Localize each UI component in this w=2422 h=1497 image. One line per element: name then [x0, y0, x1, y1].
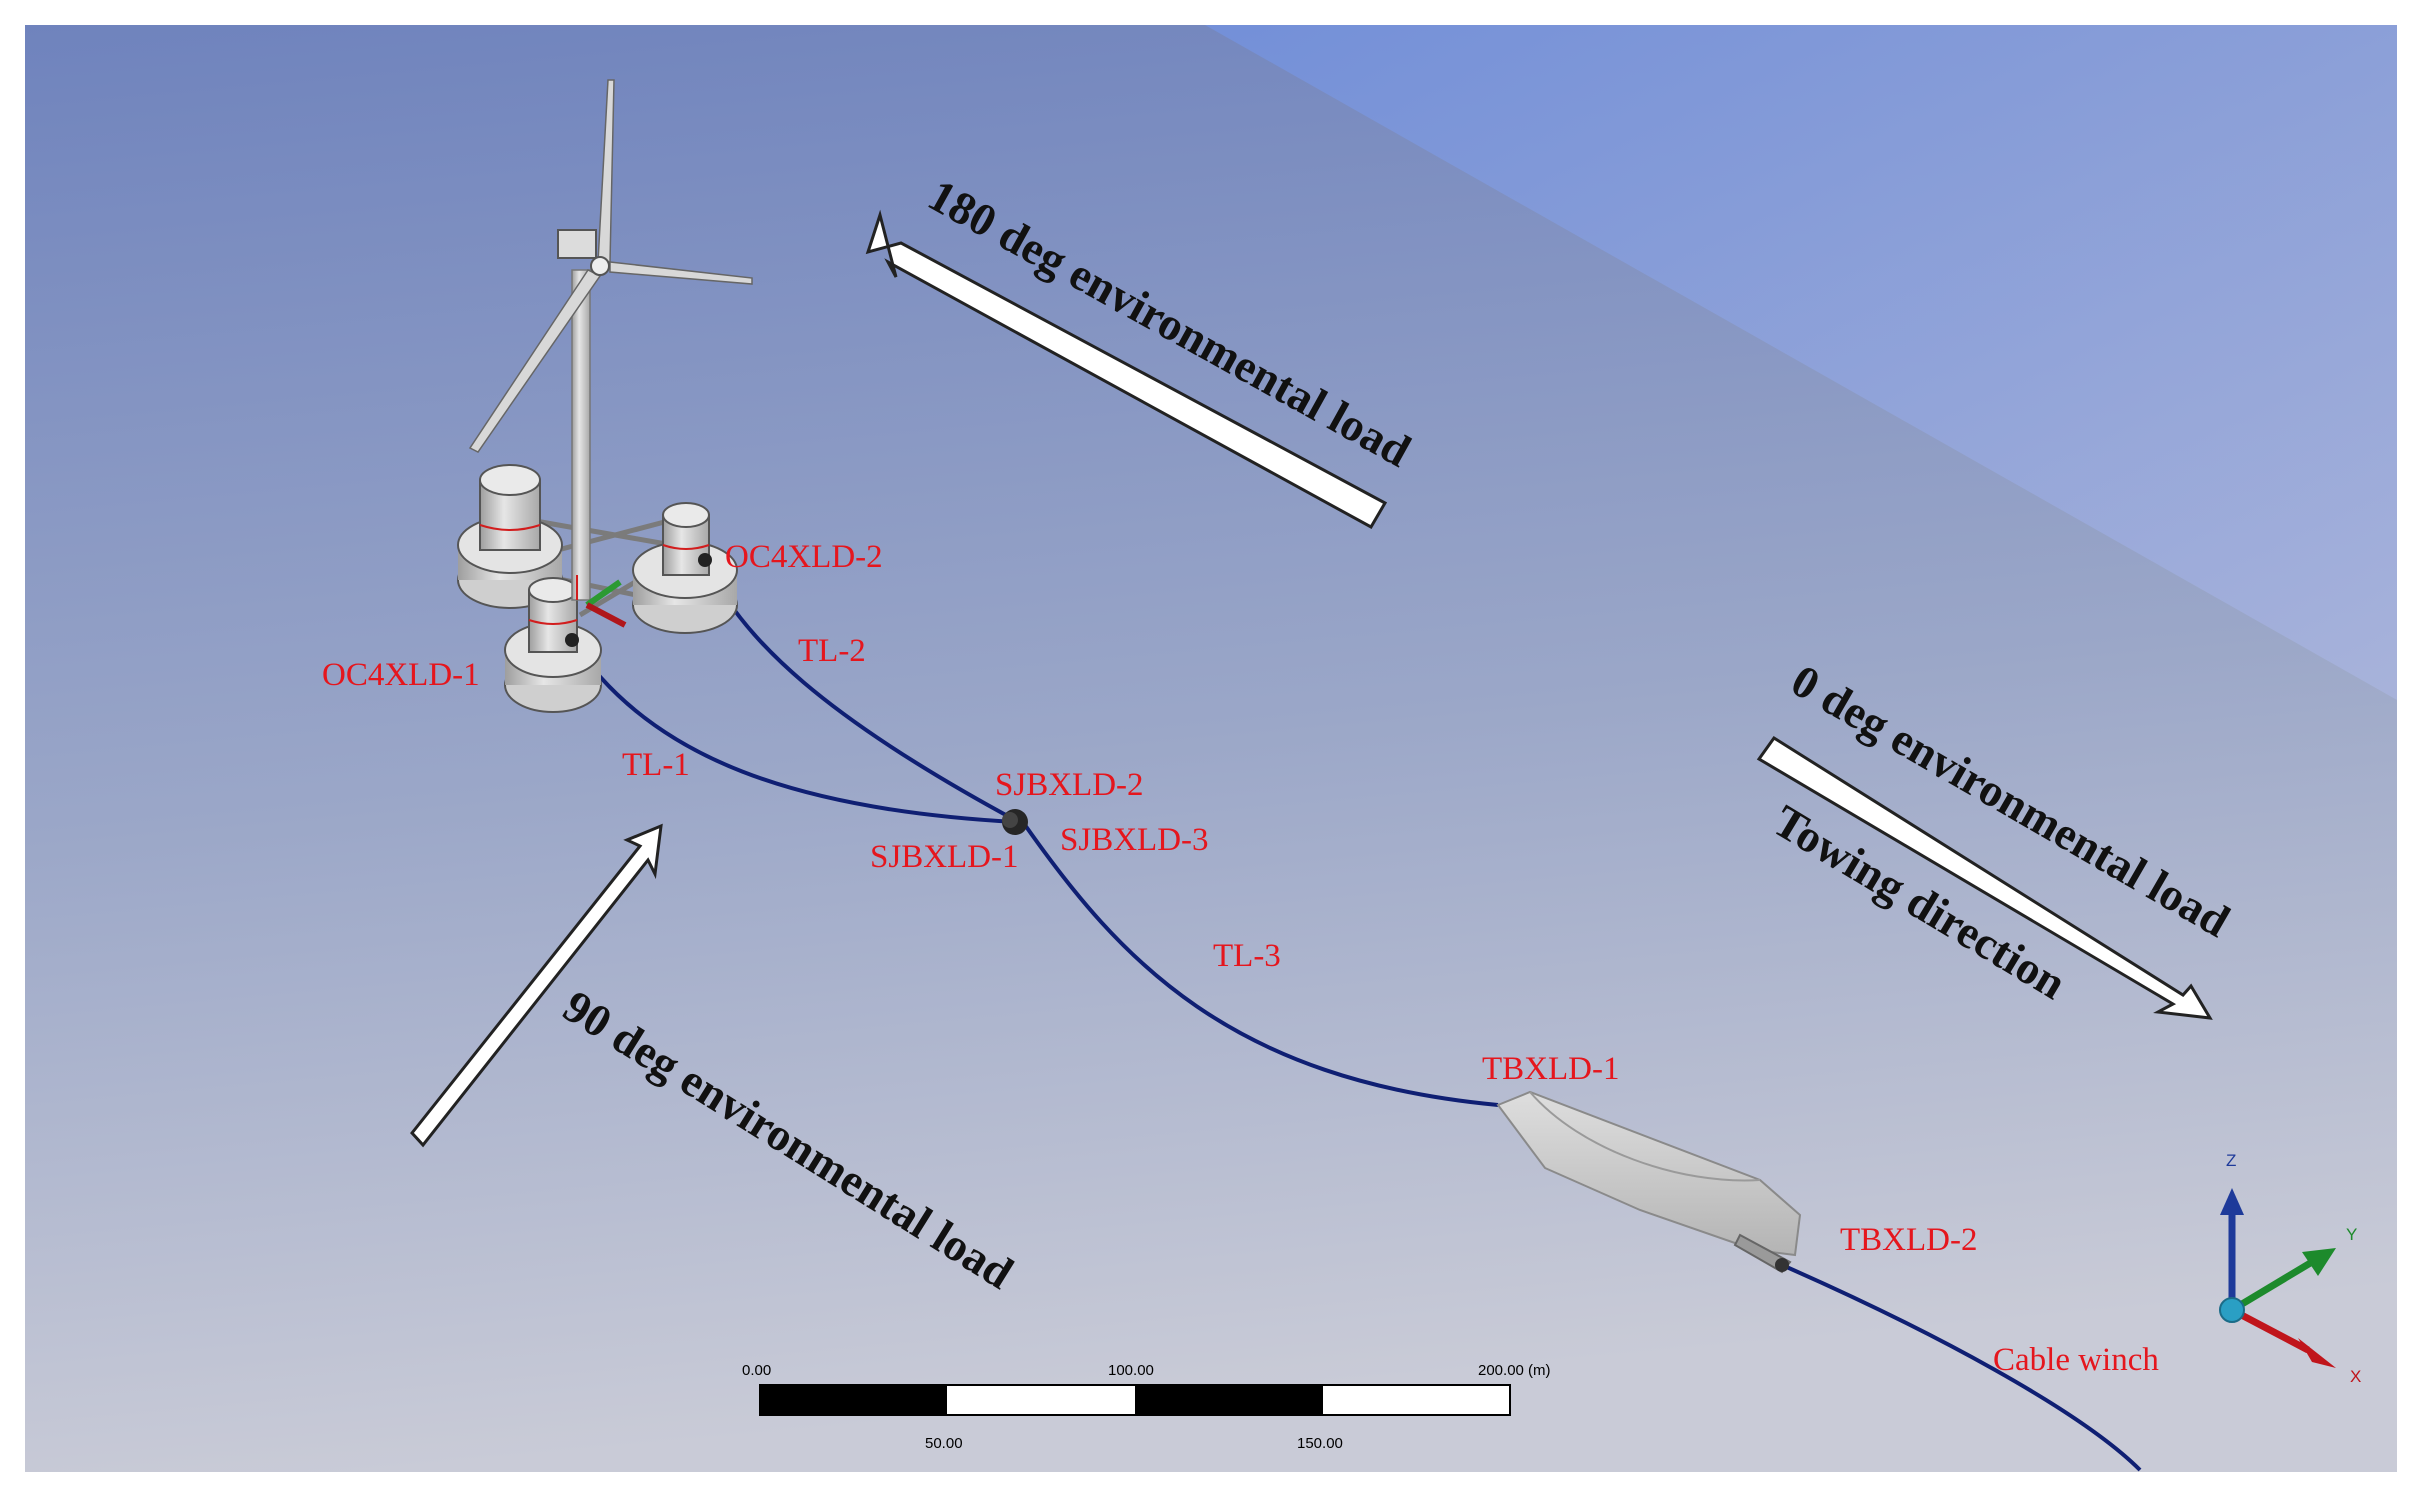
label-sjbxld-3: SJBXLD-3	[1060, 822, 1209, 858]
label-sjbxld-1: SJBXLD-1	[870, 839, 1019, 875]
tow-barge	[1496, 1090, 1802, 1274]
scale-bar: 0.00 100.00 200.00 (m) 50.00 150.00	[742, 1362, 1551, 1452]
scale-tick-150: 150.00	[1297, 1435, 1343, 1452]
label-oc4xld-2: OC4XLD-2	[725, 539, 883, 575]
scale-tick-0: 0.00	[742, 1362, 771, 1379]
axis-triad[interactable]: Z Y X	[2219, 1151, 2361, 1386]
cable-tl-3	[1023, 823, 1499, 1107]
scale-tick-200: 200.00 (m)	[1478, 1362, 1551, 1379]
sjb-node	[1002, 809, 1028, 835]
scale-tick-50: 50.00	[925, 1435, 963, 1452]
label-tl-3: TL-3	[1213, 938, 1281, 974]
label-tl-2: TL-2	[798, 633, 866, 669]
label-tbxld-1: TBXLD-1	[1482, 1051, 1619, 1087]
arrow-90deg	[410, 823, 663, 1148]
cable-tl-1	[570, 638, 1016, 824]
label-tbxld-2: TBXLD-2	[1840, 1222, 1977, 1258]
horizon-plane	[1205, 25, 2397, 700]
axis-z-label: Z	[2226, 1151, 2236, 1170]
axis-x-label: X	[2350, 1367, 2361, 1386]
label-oc4xld-1: OC4XLD-1	[322, 657, 480, 693]
label-tl-1: TL-1	[622, 747, 690, 783]
arrow-180deg	[865, 209, 1388, 530]
label-cable-winch: Cable winch	[1993, 1342, 2159, 1378]
axis-y-label: Y	[2346, 1225, 2357, 1244]
load-arrows	[410, 209, 2213, 1148]
scale-tick-100: 100.00	[1108, 1362, 1154, 1379]
cable-winch-line	[1781, 1263, 2142, 1472]
floating-platform	[457, 79, 753, 713]
label-sjbxld-2: SJBXLD-2	[995, 767, 1144, 803]
arrow-0deg	[1756, 735, 2213, 1020]
